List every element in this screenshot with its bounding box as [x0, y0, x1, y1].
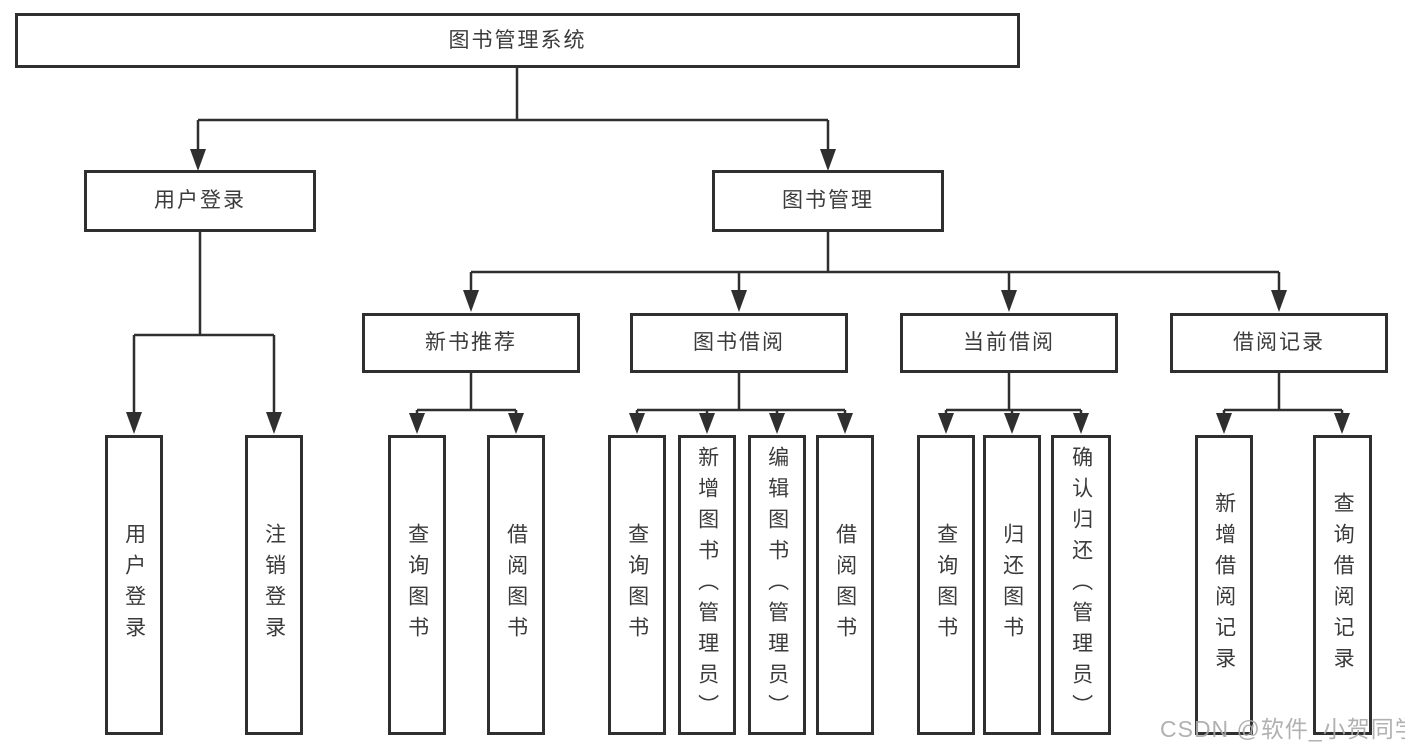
- connector-book-management-children: [463, 232, 1287, 312]
- leaf-add-borrow-record: 新增借阅记录: [1195, 435, 1253, 735]
- connector-current-borrowing-children: [938, 373, 1089, 434]
- node-book-borrowing: 图书借阅: [630, 313, 848, 373]
- node-library-management-system: 图书管理系统: [15, 13, 1020, 68]
- connector-new-book-children: [409, 373, 524, 434]
- connector-borrow-records-children: [1216, 373, 1350, 434]
- leaf-add-books-admin: 新增图书（管理员）: [678, 435, 736, 735]
- leaf-borrow-books: 借阅图书: [816, 435, 874, 735]
- leaf-user-login: 用户登录: [105, 435, 163, 735]
- leaf-logout-login: 注销登录: [245, 435, 303, 735]
- leaf-borrow-books: 借阅图书: [487, 435, 545, 735]
- node-current-borrowing: 当前借阅: [900, 313, 1118, 373]
- node-user-login: 用户登录: [84, 170, 316, 232]
- watermark: CSDN @软件_小贺同学: [1160, 716, 1405, 742]
- leaf-query-borrow-record: 查询借阅记录: [1313, 435, 1372, 735]
- leaf-return-books: 归还图书: [983, 435, 1041, 735]
- connector-root-to-branches: [190, 66, 836, 171]
- node-borrowing-records: 借阅记录: [1170, 313, 1388, 373]
- leaf-confirm-return-admin: 确认归还（管理员）: [1051, 435, 1111, 735]
- leaf-edit-books-admin: 编辑图书（管理员）: [748, 435, 806, 735]
- connector-user-login-children: [126, 232, 282, 434]
- connector-book-borrowing-children: [629, 373, 853, 434]
- node-new-book-recommendation: 新书推荐: [362, 313, 580, 373]
- leaf-query-books: 查询图书: [608, 435, 666, 735]
- leaf-query-books: 查询图书: [388, 435, 446, 735]
- leaf-query-books: 查询图书: [917, 435, 975, 735]
- node-book-management: 图书管理: [712, 170, 944, 232]
